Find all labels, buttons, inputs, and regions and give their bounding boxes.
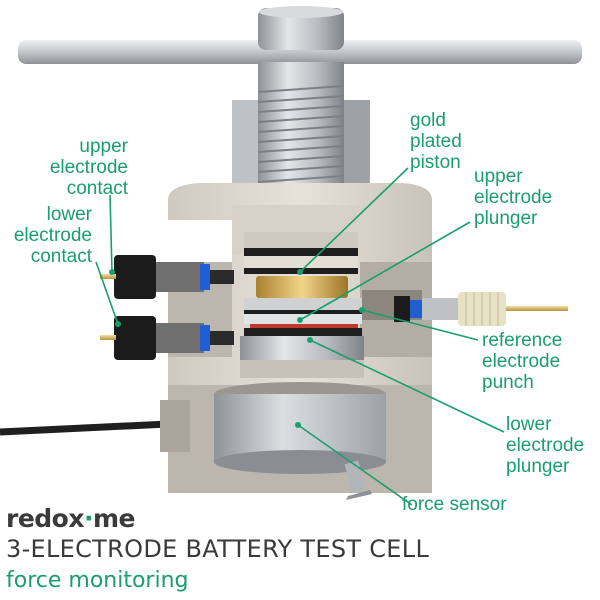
label-upper-electrode-plunger: upper electrode plunger bbox=[474, 166, 553, 229]
gold-plated-piston bbox=[244, 232, 358, 298]
label-lower-electrode-contact: lower electrode contact bbox=[13, 204, 92, 267]
reference-connector bbox=[362, 290, 568, 326]
upper-contact-connector bbox=[100, 255, 234, 299]
upper-electrode-plunger bbox=[244, 298, 362, 336]
sensor-cable bbox=[0, 420, 169, 436]
force-sensor-housing bbox=[168, 382, 432, 493]
brand-logo: redox·me bbox=[6, 504, 136, 533]
page-title: 3-ELECTRODE BATTERY TEST CELL bbox=[6, 535, 430, 563]
force-sensor-screw bbox=[344, 460, 372, 500]
threaded-screw bbox=[257, 62, 345, 208]
page-subtitle: force monitoring bbox=[6, 568, 189, 593]
label-lower-electrode-plunger: lower electrode plunger bbox=[506, 414, 585, 477]
label-gold-plated-piston: gold plated piston bbox=[410, 110, 462, 173]
label-force-sensor: force sensor bbox=[402, 494, 507, 515]
label-reference-electrode-punch: reference electrode punch bbox=[482, 330, 563, 393]
label-upper-electrode-contact: upper electrode contact bbox=[49, 136, 128, 199]
t-handle-bar bbox=[18, 40, 582, 64]
lower-contact-connector bbox=[100, 316, 234, 360]
leader-lines bbox=[95, 167, 505, 506]
screw-cap bbox=[258, 8, 344, 50]
